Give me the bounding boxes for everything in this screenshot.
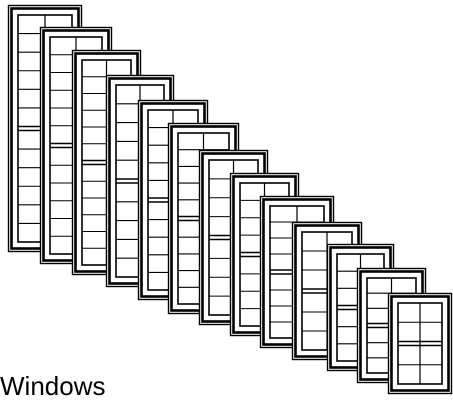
caption-label: Windows — [0, 371, 106, 401]
window-13 — [387, 292, 453, 395]
